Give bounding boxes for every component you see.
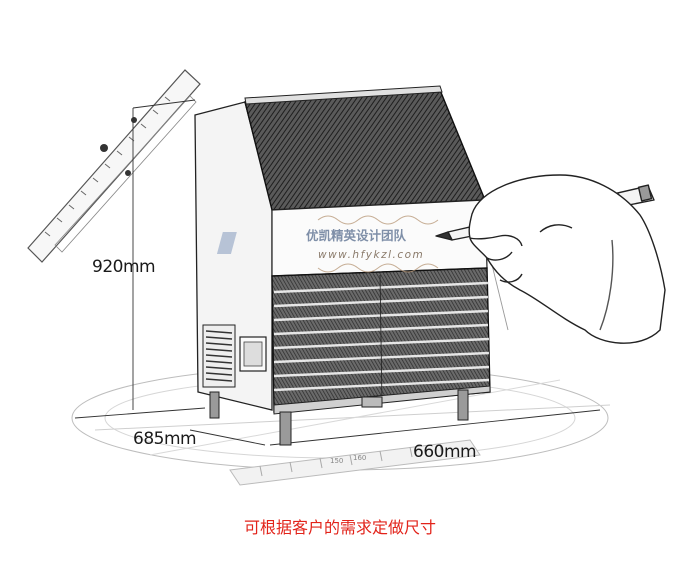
depth-dimension-label: 685mm: [133, 429, 197, 449]
watermark: 优凯精英设计团队 www.hfykzl.com: [216, 215, 439, 273]
height-dimension-label: 920mm: [92, 257, 156, 277]
machine-legs: [209, 389, 469, 446]
ruler-mark: 150: [330, 457, 343, 465]
watermark-url: www.hfykzl.com: [318, 249, 424, 261]
hand-with-pencil: [435, 174, 666, 344]
floor-ruler: [229, 439, 481, 486]
ruler-mark: 160: [353, 454, 366, 462]
custom-size-caption: 可根据客户的需求定做尺寸: [243, 518, 436, 537]
watermark-brand: 优凯精英设计团队: [306, 228, 407, 243]
width-dimension-label: 660mm: [413, 442, 477, 462]
ice-machine: [194, 85, 491, 446]
drafting-ruler: [27, 69, 201, 263]
